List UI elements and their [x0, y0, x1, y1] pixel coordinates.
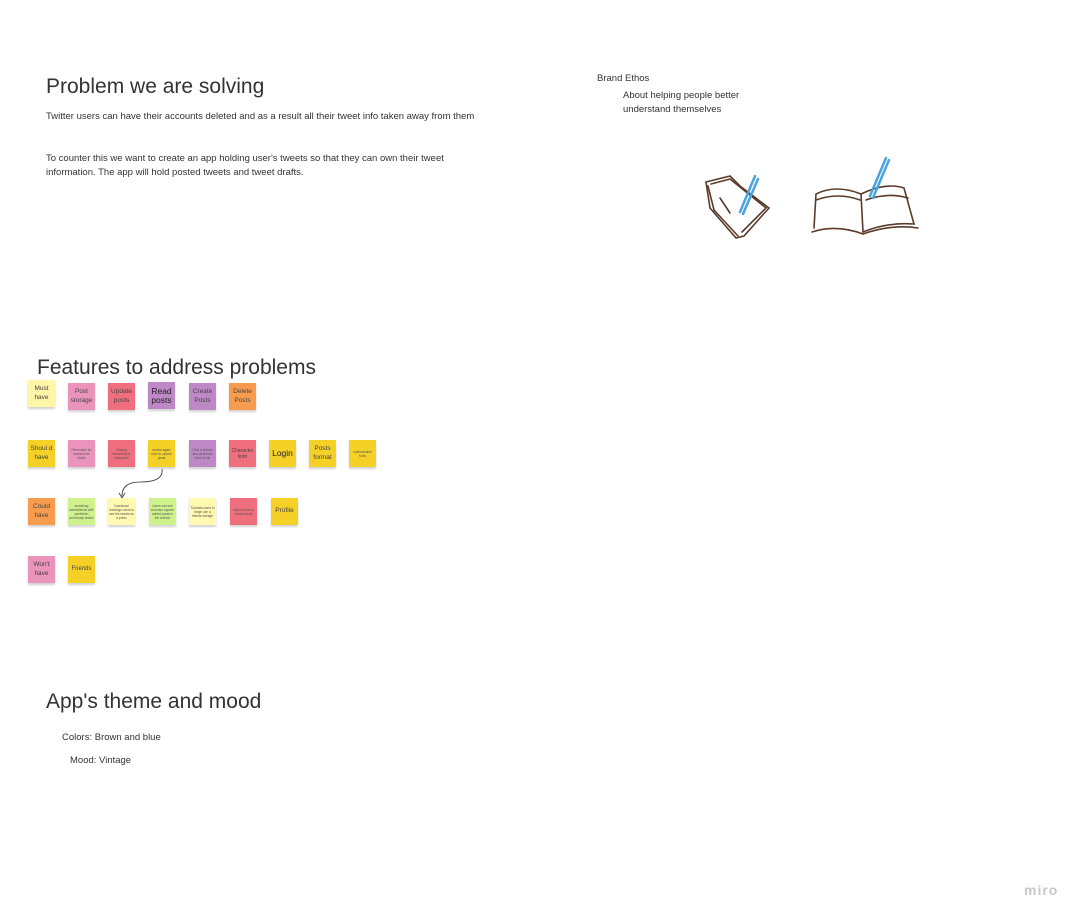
sticky-read-posts[interactable]: Read posts — [148, 382, 175, 409]
sticky-could-have[interactable]: Could have — [28, 498, 55, 525]
sticky-should-have[interactable]: Shoul d have — [28, 440, 55, 467]
sticky-create-posts[interactable]: Create Posts — [189, 383, 216, 410]
sticky-delete-posts[interactable]: Delete Posts — [229, 383, 256, 410]
sticky-searching-tweets[interactable]: searching tweets/items with prediction p… — [68, 498, 95, 525]
theme-title: App's theme and mood — [46, 690, 262, 713]
theme-colors: Colors: Brown and blue — [62, 732, 161, 743]
sticky-wont-have[interactable]: Won't have — [28, 556, 55, 583]
sticky-friends[interactable]: Friends — [68, 556, 95, 583]
sticky-tutorials[interactable]: Tutorials users to begin use a friends s… — [189, 498, 216, 525]
sticky-profile[interactable]: Profile — [271, 498, 298, 525]
sticky-common-caption[interactable]: Users can see common caption added posts… — [149, 498, 176, 525]
open-book-pen-sketch — [811, 156, 919, 235]
sticky-posts-format[interactable]: Posts format — [309, 440, 336, 467]
notebook-pen-sketch — [705, 174, 771, 239]
sticky-download-drawings[interactable]: Download drawings users to see the tweet… — [108, 498, 135, 525]
sticky-download-feature[interactable]: Click a feature and download them to fil… — [189, 440, 216, 467]
problem-paragraph-1: Twitter users can have their accounts de… — [46, 111, 475, 122]
sticky-remind-upload[interactable]: remind again user to upload posts — [148, 440, 175, 467]
brand-ethos-label: Brand Ethos — [597, 73, 650, 84]
sticky-must-have[interactable]: Must have — [28, 380, 55, 407]
sticky-login[interactable]: Login — [269, 440, 296, 467]
brand-ethos-text: About helping people better understand t… — [623, 90, 740, 115]
miro-logo: miro — [1024, 882, 1059, 898]
sticky-import-posts[interactable]: Import posts to social media — [230, 498, 257, 525]
connector-arrow — [118, 468, 163, 499]
problem-title: Problem we are solving — [46, 75, 265, 98]
sticky-reminders[interactable]: Reminders for tweets from drafts — [68, 440, 95, 467]
sticky-character-limit[interactable]: Character limit — [229, 440, 256, 467]
sticky-sharing-categories[interactable]: Sharing items/tweets categories — [108, 440, 135, 467]
sticky-custom-fonts[interactable]: customizable fonts — [349, 440, 376, 467]
theme-mood: Mood: Vintage — [70, 755, 132, 766]
problem-paragraph-2: To counter this we want to create an app… — [46, 153, 444, 178]
sticky-update-posts[interactable]: Update posts — [108, 383, 135, 410]
features-title: Features to address problems — [37, 356, 316, 379]
sticky-post-storage[interactable]: Post storage — [68, 383, 95, 410]
